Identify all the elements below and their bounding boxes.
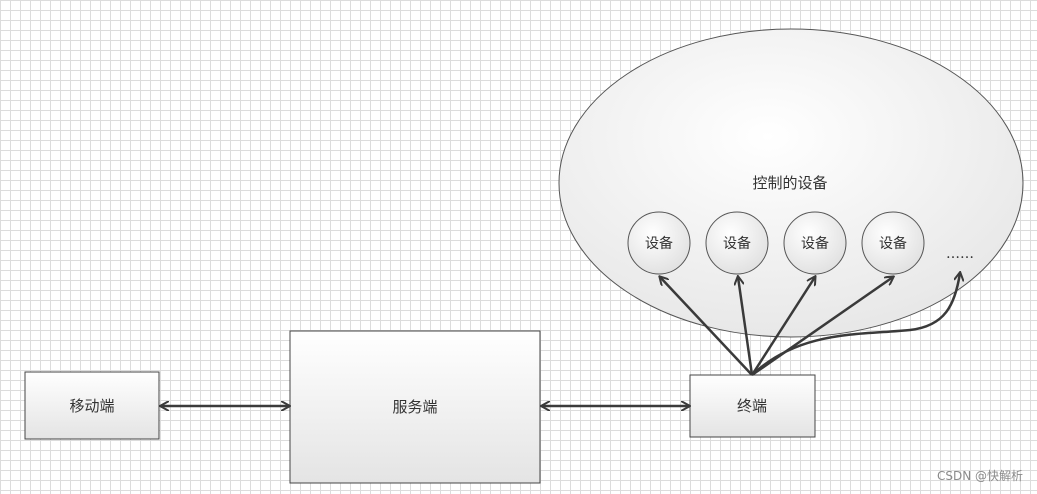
device-label: 设备 xyxy=(723,235,751,252)
device-group-title: 控制的设备 xyxy=(752,174,827,192)
device-node: 设备 xyxy=(705,211,769,275)
device-circle xyxy=(705,211,769,275)
terminal-box xyxy=(689,374,816,438)
device-circle xyxy=(627,211,691,275)
watermark: CSDN @快解析 xyxy=(936,469,1023,483)
terminal-label: 终端 xyxy=(737,397,767,415)
mobile-box xyxy=(24,371,160,440)
device-label: 设备 xyxy=(801,235,829,252)
terminal-more-arrow xyxy=(751,273,960,376)
device-node: 设备 xyxy=(627,211,691,275)
device-node: 设备 xyxy=(783,211,847,275)
terminal-device-arrow xyxy=(750,277,815,376)
more-devices-ellipsis: …… xyxy=(946,246,974,262)
device-circle xyxy=(783,211,847,275)
server-node: 服务端 xyxy=(289,330,541,484)
device-label: 设备 xyxy=(645,235,673,252)
terminal-device-arrow xyxy=(660,277,753,376)
mobile-node: 移动端 xyxy=(24,371,160,440)
device-label: 设备 xyxy=(879,235,907,252)
device-node: 设备 xyxy=(861,211,925,275)
terminal-device-arrow xyxy=(738,277,754,376)
server-label: 服务端 xyxy=(392,398,437,416)
terminal-node: 终端 xyxy=(689,374,816,438)
mobile-label: 移动端 xyxy=(69,397,114,415)
device-circle xyxy=(861,211,925,275)
